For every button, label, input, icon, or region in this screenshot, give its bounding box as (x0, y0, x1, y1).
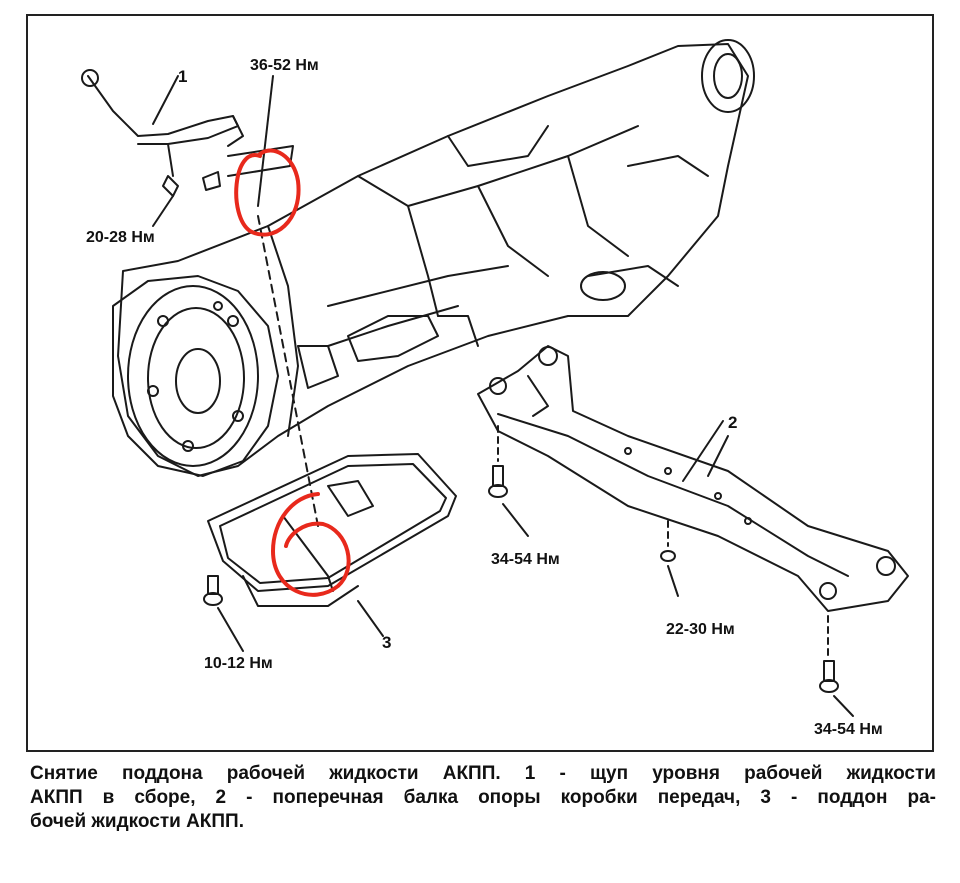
crossmember-bolt-right (819, 615, 854, 717)
transmission-body (117, 39, 755, 477)
caption-line-3: бочей жидкости АКПП. (30, 811, 244, 832)
crossmember-nut (660, 520, 679, 597)
callout-part-3: 3 (382, 633, 392, 652)
torque-label-crossmember-left: 34-54 Нм (491, 551, 560, 568)
torque-label-dipstick-bracket: 36-52 Нм (250, 57, 319, 74)
figure-caption: Снятие поддона рабочей жидкости АКПП. 1 … (30, 762, 936, 834)
caption-line-2: АКПП в сборе, 2 - поперечная балка опоры… (30, 787, 936, 808)
torque-label-pan-bolt: 10-12 Нм (204, 655, 273, 672)
torque-label-dipstick-bolt: 20-28 Нм (86, 229, 155, 246)
oil-pan (207, 453, 457, 637)
caption-line-1: Снятие поддона рабочей жидкости АКПП. 1 … (30, 763, 936, 784)
transmission-drawing (81, 39, 909, 717)
leader-20-28 (152, 195, 174, 227)
leader-part2 (682, 420, 724, 482)
crossmember (477, 345, 909, 612)
pan-bolt (203, 575, 244, 652)
red-circle-dipstick (234, 148, 301, 237)
torque-label-crossmember-right: 34-54 Нм (814, 721, 883, 738)
callout-part-2: 2 (728, 413, 738, 432)
dashed-axis-line (257, 215, 319, 527)
callout-part-1: 1 (178, 67, 188, 86)
red-six-marker (271, 492, 351, 597)
diagram-figure: 1 36-52 Нм 20-28 Нм 2 3 34-54 Нм 22-30 Н… (26, 14, 934, 752)
crossmember-bolt-left (488, 425, 529, 537)
bell-housing (112, 275, 279, 477)
torque-label-crossmember-nut: 22-30 Нм (666, 621, 735, 638)
leader-36-52 (257, 75, 274, 207)
